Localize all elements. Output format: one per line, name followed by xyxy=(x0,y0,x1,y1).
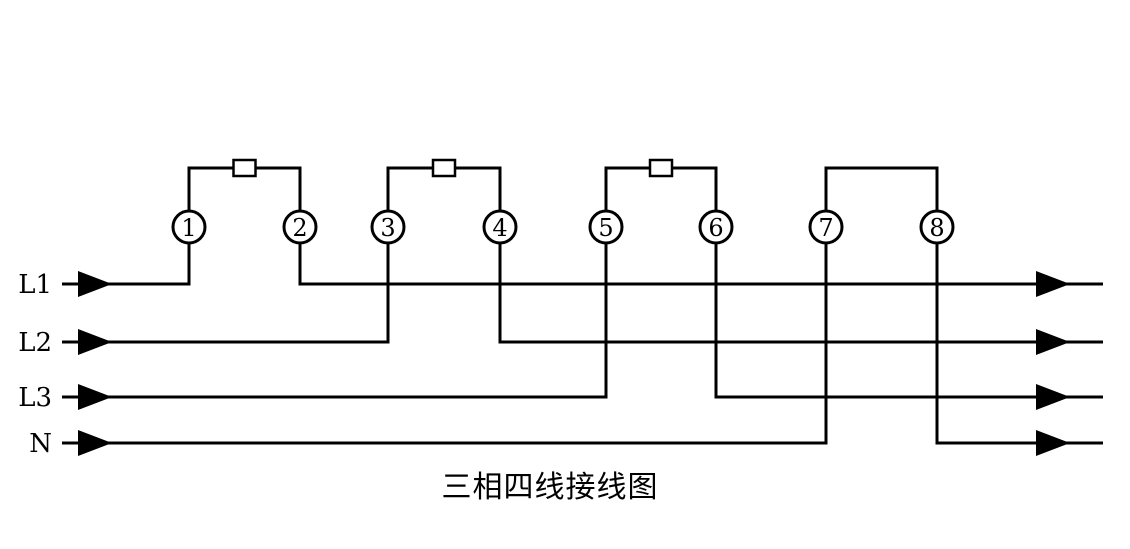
line-n-output-arrow-icon xyxy=(1036,430,1070,456)
terminal-circle-icon xyxy=(808,209,844,245)
terminals-layer: 1 2 3 4 5 6 7 8 xyxy=(171,209,955,245)
terminal-4: 4 xyxy=(482,209,518,245)
terminal-3: 3 xyxy=(370,209,406,245)
terminal-number: 5 xyxy=(598,214,613,242)
fuse-icon xyxy=(648,158,674,178)
line-l3-output-wire xyxy=(714,243,1103,399)
arrows-layer xyxy=(78,271,1070,456)
fuses-layer xyxy=(232,158,674,178)
line-l1-output-wire xyxy=(298,243,1103,286)
line-n-input-arrow-icon xyxy=(78,430,112,456)
line-l2-output-wire xyxy=(498,243,1103,344)
diagram-caption: 三相四线接线图 xyxy=(441,470,659,505)
line-l3-output-arrow-icon xyxy=(1036,384,1070,410)
terminal-number: 1 xyxy=(181,214,196,242)
terminal-number: 8 xyxy=(929,214,944,242)
wires-layer xyxy=(62,166,1103,445)
line-l1-output-arrow-icon xyxy=(1036,271,1070,297)
line-l2-output-arrow-icon xyxy=(1036,329,1070,355)
terminal-5: 5 xyxy=(588,209,624,245)
terminal-circle-icon xyxy=(171,209,207,245)
line-l1-input-arrow-icon xyxy=(78,271,112,297)
line-l3-label: L3 xyxy=(18,383,52,413)
terminal-circle-icon xyxy=(282,209,318,245)
line-l2-label: L2 xyxy=(18,328,52,358)
terminal-2: 2 xyxy=(282,209,318,245)
terminal-1: 1 xyxy=(171,209,207,245)
terminal-number: 2 xyxy=(292,214,307,242)
terminal-number: 6 xyxy=(708,214,723,242)
terminal-circle-icon xyxy=(370,209,406,245)
terminal-number: 7 xyxy=(818,214,833,242)
line-l3-input-arrow-icon xyxy=(78,384,112,410)
terminal-circle-icon xyxy=(698,209,734,245)
line-n-input-wire xyxy=(62,243,828,445)
fuse-icon xyxy=(431,158,457,178)
terminal-number: 4 xyxy=(492,214,507,242)
terminal-number: 3 xyxy=(380,214,395,242)
line-l3-input-wire xyxy=(62,243,608,399)
terminal-8: 8 xyxy=(919,209,955,245)
terminal-circle-icon xyxy=(482,209,518,245)
fuse-icon xyxy=(232,158,257,178)
terminal-circle-icon xyxy=(919,209,955,245)
terminal-bridge-7-8 xyxy=(824,166,939,211)
terminal-circle-icon xyxy=(588,209,624,245)
line-l2-input-wire xyxy=(62,243,390,344)
line-l2-input-arrow-icon xyxy=(78,329,112,355)
line-n-label: N xyxy=(29,429,52,459)
terminal-6: 6 xyxy=(698,209,734,245)
terminal-7: 7 xyxy=(808,209,844,245)
line-l1-label: L1 xyxy=(18,270,52,300)
